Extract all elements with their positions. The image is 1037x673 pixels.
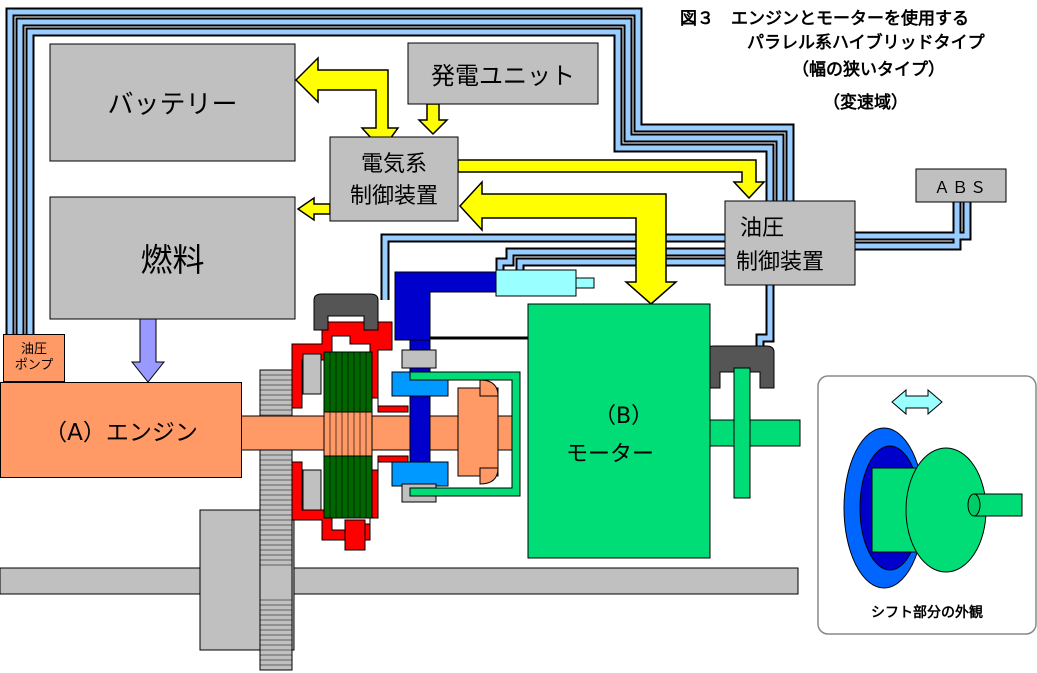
actuator-cylinder xyxy=(495,269,577,297)
inset-panel xyxy=(817,375,1037,635)
coupling-lip-lower xyxy=(479,467,499,485)
abs-label: ＡＢＳ xyxy=(933,177,988,197)
block-shapes xyxy=(49,42,1007,320)
oil-pump-block: 油圧 ポンプ xyxy=(3,334,65,382)
figure-title-line3: （幅の狭いタイプ） xyxy=(792,60,945,80)
shift-sleeve-frame xyxy=(409,371,521,497)
engine-label: （A）エンジン xyxy=(44,420,198,446)
controller-to-fuel-arrow xyxy=(296,196,331,222)
electric-controller-label-1: 電気系 xyxy=(360,152,427,177)
generator-to-controller-arrow xyxy=(417,103,449,136)
clutch-bearing-lower xyxy=(302,469,322,511)
fuel-label: 燃料 xyxy=(140,241,205,279)
shift-collar-upper xyxy=(401,349,437,369)
figure-title-line1: 図３ エンジンとモーターを使用する xyxy=(680,9,969,29)
inset-shift-arrow xyxy=(891,388,943,416)
clutch-bearing-upper xyxy=(302,353,322,395)
inset-shaft-end xyxy=(967,493,981,517)
battery-block xyxy=(49,43,296,162)
main-shaft xyxy=(0,567,799,595)
motor-output-shaft xyxy=(709,419,801,447)
shaft-coupling xyxy=(457,387,499,477)
hydraulic-controller-label-1: 油圧 xyxy=(740,216,785,241)
battery-label: バッテリー xyxy=(107,90,238,120)
motor-label-1: （B） xyxy=(594,404,654,429)
figure-title-line2: パラレル系ハイブリッドタイプ xyxy=(747,33,985,53)
generator-label: 発電ユニット xyxy=(431,62,575,90)
seal-cap-left xyxy=(313,293,379,331)
fuel-block xyxy=(49,196,296,320)
abs-block xyxy=(915,168,1007,203)
engine-block: （A）エンジン xyxy=(0,382,242,478)
hydraulic-controller-label-2: 制御装置 xyxy=(736,250,825,275)
motor-flange xyxy=(733,367,751,499)
fuel-arrow xyxy=(130,318,166,383)
controller-to-battery-arrow xyxy=(294,56,400,152)
coupling-lip-upper xyxy=(479,379,499,397)
inset-caption: シフト部分の外観 xyxy=(871,605,983,621)
shift-fork-lower xyxy=(391,461,449,487)
oil-pump-label-1: 油圧 xyxy=(20,342,47,357)
hydraulic-lines xyxy=(5,7,972,352)
hydraulic-controller-block xyxy=(724,200,856,286)
controller-to-motor-arrow xyxy=(458,180,678,305)
motor-label-2: モーター xyxy=(566,442,655,467)
actuator-body xyxy=(394,271,497,341)
power-flow-arrows xyxy=(294,56,766,305)
clutch-output-stem xyxy=(344,519,366,551)
actuator-piston xyxy=(575,277,595,289)
figure-title-line4: （変速域） xyxy=(823,93,908,113)
controller-to-hydraulic-arrow xyxy=(457,159,766,200)
motor-block xyxy=(527,303,711,559)
oil-pump-label-2: ポンプ xyxy=(14,358,54,373)
electric-controller-label-2: 制御装置 xyxy=(349,184,438,209)
inset-shaft xyxy=(973,493,1023,517)
electric-controller-block xyxy=(329,136,459,222)
drivetrain xyxy=(0,269,801,671)
generator-block xyxy=(407,42,599,105)
